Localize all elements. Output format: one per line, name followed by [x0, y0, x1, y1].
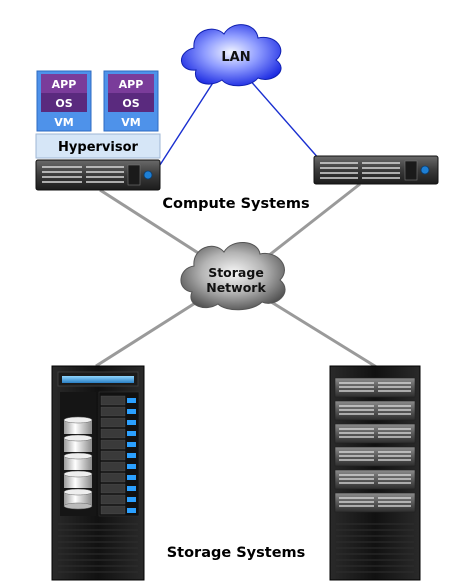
storage-array-right — [329, 365, 421, 581]
lan-cloud: LAN — [181, 24, 282, 87]
vm1-os-label: OS — [55, 97, 72, 110]
hypervisor-label: Hypervisor — [58, 140, 138, 155]
storage-network-label-line2: Network — [206, 280, 266, 295]
rack-vent-grille — [58, 523, 138, 573]
hypervisor-layer: Hypervisor — [35, 133, 161, 159]
vm2-app-label: APP — [119, 78, 144, 91]
storage-link-server-right — [267, 182, 361, 258]
links — [95, 77, 379, 370]
vm2-os-label: OS — [122, 97, 139, 110]
server-chassis-left — [35, 159, 161, 191]
compute-systems-label: Compute Systems — [162, 196, 309, 212]
storage-link-array-left — [95, 298, 201, 368]
control-panel-display — [62, 376, 134, 383]
virtualized-compute-system: APP OS VM APP OS VM Hypervisor — [35, 70, 161, 191]
power-led-icon — [420, 165, 430, 175]
lan-label: LAN — [221, 50, 250, 65]
lan-link-left — [157, 77, 217, 169]
vm-stack-2: APP OS VM — [103, 70, 159, 132]
blade-enclosures — [334, 377, 416, 513]
drive-bays — [98, 391, 140, 517]
vm2-vm-label: VM — [121, 116, 140, 129]
vm1-vm-label: VM — [54, 116, 73, 129]
lan-link-right — [247, 77, 321, 161]
storage-link-array-right — [267, 298, 379, 370]
storage-network-cloud: Storage Network — [180, 242, 286, 311]
vm-stack-1: APP OS VM — [36, 70, 92, 132]
storage-array-left — [51, 365, 145, 581]
rack-vent-grille — [336, 523, 414, 573]
server-chassis-right — [313, 155, 439, 185]
storage-link-server-left — [99, 188, 207, 260]
power-led-icon — [143, 170, 153, 180]
vm1-app-label: APP — [52, 78, 77, 91]
storage-systems-label: Storage Systems — [167, 545, 306, 561]
disk-cylinder-stack-icon — [60, 392, 96, 516]
storage-network-label-line1: Storage — [208, 265, 264, 280]
